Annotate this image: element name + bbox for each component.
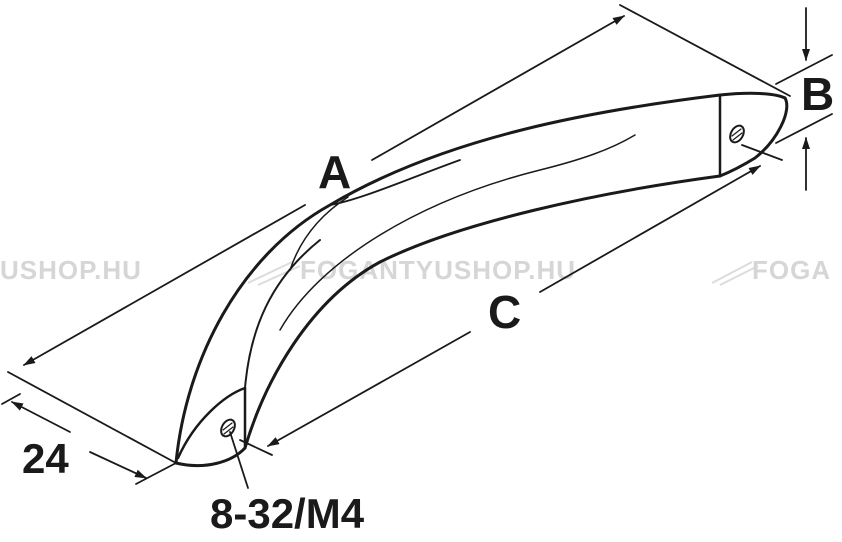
watermark: USHOP.HU FOGANTYUSHOP.HU FOGA xyxy=(0,255,831,286)
thread-callout: 8-32/M4 xyxy=(210,431,365,537)
dimension-c-label: C xyxy=(488,286,521,338)
dimension-c-extension-left xyxy=(239,439,273,456)
dimension-b-label: B xyxy=(801,68,834,120)
dimension-width-arrow-right xyxy=(89,451,147,479)
watermark-right-text: FOGA xyxy=(752,255,831,285)
dimension-c-arrow-right xyxy=(539,165,761,293)
dimension-a-extension-right xyxy=(619,4,791,97)
watermark-center-text: FOGANTYUSHOP.HU xyxy=(300,255,576,285)
dimension-a: A xyxy=(7,4,791,464)
dimension-width-extension-left xyxy=(1,393,21,405)
dimension-b-extension-bottom xyxy=(775,113,833,144)
dimension-a-arrow-right xyxy=(371,15,625,161)
watermark-left-text: USHOP.HU xyxy=(0,255,142,285)
thread-leader-line xyxy=(229,431,249,489)
watermark-logo-icon xyxy=(247,261,301,286)
dimension-a-arrow-left xyxy=(23,204,306,366)
dimension-width-label: 24 xyxy=(22,435,69,482)
thread-hole-right-icon xyxy=(729,124,745,144)
dimension-width: 24 xyxy=(1,393,177,485)
handle-outline xyxy=(174,91,789,468)
dimension-a-label: A xyxy=(318,146,351,198)
thread-size-label: 8-32/M4 xyxy=(210,490,365,537)
thread-hole-left-icon xyxy=(220,418,236,438)
watermark-logo-icon-right xyxy=(711,261,759,286)
dimension-width-extension-right xyxy=(135,462,177,485)
dimension-b-extension-top xyxy=(775,54,833,85)
dimension-c-extension-right xyxy=(741,144,783,161)
dimension-c: C xyxy=(239,144,783,456)
dimension-b: B xyxy=(775,7,834,191)
dimension-width-arrow-left xyxy=(11,401,71,433)
dimension-a-extension-left xyxy=(7,371,177,464)
dimension-c-arrow-left xyxy=(267,331,471,447)
